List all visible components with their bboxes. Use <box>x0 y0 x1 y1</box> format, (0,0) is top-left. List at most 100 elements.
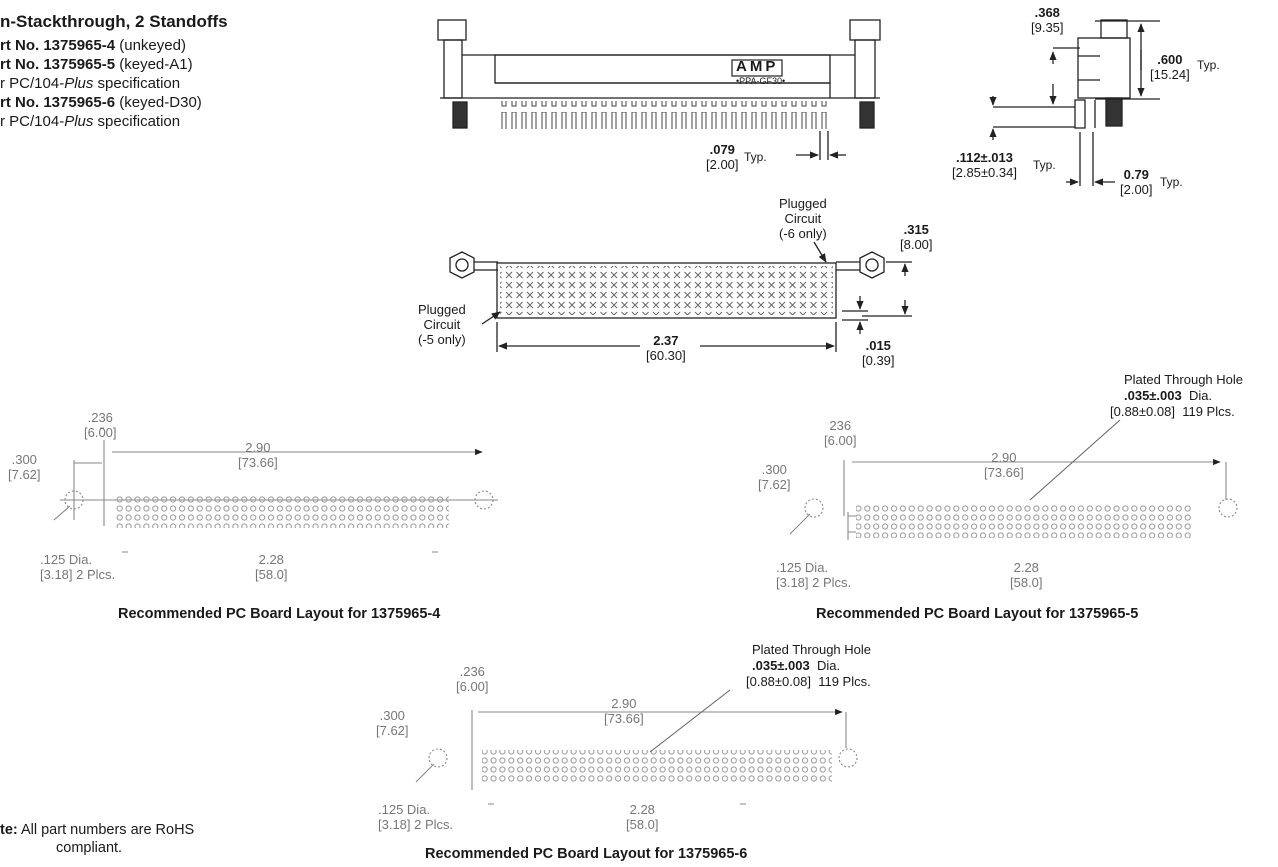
label-line: Plugged <box>418 302 466 317</box>
pth-metric: [0.88±0.08] <box>1110 404 1175 419</box>
dim-metric: [2.00] <box>1120 182 1153 197</box>
pcb2-dim-236: 236 [6.00] <box>824 418 857 448</box>
dim-value: .300 <box>379 708 405 723</box>
pcb3-pth-title: Plated Through Hole <box>752 642 872 657</box>
amp-logo-box <box>731 59 783 77</box>
dim-metric: [3.18] 2 Plcs. <box>776 575 852 590</box>
dim-end-pitch: 0.79 [2.00] <box>1120 167 1153 197</box>
pcb1-dim-125: .125 Dia. [3.18] 2 Plcs. <box>40 552 115 582</box>
part-number: rt No. 1375965-5 <box>0 56 116 73</box>
dim-value: .125 Dia. <box>378 802 431 817</box>
standoff-head-left <box>437 19 467 41</box>
contact-grid <box>500 266 833 315</box>
pth-dia: Dia. <box>816 658 841 673</box>
label-line: (-5 only) <box>418 332 466 347</box>
dim-value: 2.28 <box>1013 560 1039 575</box>
dim-metric: [2.00] <box>706 157 739 172</box>
note-text: All part numbers are RoHS <box>20 822 195 838</box>
pcb1-dim-228: 2.28 [58.0] <box>255 552 288 582</box>
section-title: n-Stackthrough, 2 Standoffs <box>0 12 228 31</box>
dim-metric: [3.18] 2 Plcs. <box>40 567 116 582</box>
dim-value: 2.90 <box>245 440 271 455</box>
dim-value: .079 <box>709 142 735 157</box>
dim-end-height: .600 [15.24] <box>1150 52 1190 82</box>
part-desc: r PC/104- <box>0 75 65 92</box>
standoff-thread-right <box>859 101 875 129</box>
dim-typ: Typ. <box>1197 58 1220 72</box>
dim-metric: [6.00] <box>84 425 117 440</box>
dim-metric: [73.66] <box>604 711 644 726</box>
dim-value: 2.28 <box>258 552 284 567</box>
standoff-head-right <box>849 19 881 41</box>
dim-metric: [58.0] <box>626 817 659 832</box>
dim-housing-height: .315 [8.00] <box>900 222 933 252</box>
part-desc-italic: Plus <box>64 75 94 92</box>
pcb2-dim-300: .300 [7.62] <box>758 462 791 492</box>
part-number: rt No. 1375965-6 <box>0 94 116 111</box>
part-desc: (keyed-D30) <box>115 94 202 111</box>
end-view-drawing <box>989 19 1160 186</box>
pcb-layout-1 <box>53 427 498 553</box>
dim-value: .125 Dia. <box>40 552 93 567</box>
pth-qty: 119 Plcs. <box>818 674 871 689</box>
dim-value: .125 Dia. <box>776 560 829 575</box>
pth-value: .035±.003 <box>752 658 810 673</box>
dim-value: .300 <box>11 452 37 467</box>
dim-metric: [3.18] 2 Plcs. <box>378 817 454 832</box>
note-line-2: compliant. <box>56 840 123 856</box>
amp-logo: AMP <box>736 58 779 75</box>
contact-pins <box>497 101 827 129</box>
dim-value: 2.28 <box>629 802 655 817</box>
label-line: Plugged <box>779 196 827 211</box>
dim-value: .300 <box>761 462 787 477</box>
note: te: All part numbers are RoHS <box>0 822 194 838</box>
dim-value: .315 <box>903 222 929 237</box>
pcb2-caption: Recommended PC Board Layout for 1375965-… <box>816 606 1139 622</box>
pcb3-dim-300: .300 [7.62] <box>376 708 409 738</box>
label-plugged-5: Plugged Circuit (-5 only) <box>418 302 466 347</box>
pcb1-dim-290: 2.90 [73.66] <box>238 440 278 470</box>
dim-value: .236 <box>459 664 485 679</box>
dim-value: 2.90 <box>611 696 637 711</box>
hole-array <box>114 494 449 528</box>
dim-metric: [8.00] <box>900 237 933 252</box>
dim-metric: [73.66] <box>238 455 278 470</box>
dim-housing-length: 2.37 [60.30] <box>646 333 686 363</box>
connector-housing <box>496 262 837 319</box>
dim-metric: [58.0] <box>255 567 288 582</box>
part-line-1: rt No. 1375965-4 (unkeyed) <box>0 36 186 55</box>
dim-typ: Typ. <box>1033 158 1056 172</box>
label-line: (-6 only) <box>779 226 827 241</box>
dim-metric: [0.39] <box>862 353 895 368</box>
note-label: te: <box>0 822 18 838</box>
dim-typ: Typ. <box>744 150 767 164</box>
pcb-layout-3 <box>415 689 858 805</box>
pcb1-dim-300: .300 [7.62] <box>8 452 41 482</box>
dim-end-top: .368 [9.35] <box>1031 5 1064 35</box>
dim-metric: [15.24] <box>1150 67 1190 82</box>
part-number: rt No. 1375965-4 <box>0 37 116 54</box>
dim-end-tail: .112±.013 [2.85±0.34] <box>952 150 1017 180</box>
dim-metric: [58.0] <box>1010 575 1043 590</box>
pcb-layout-2 <box>789 419 1238 540</box>
standoff-thread-left <box>452 101 468 129</box>
dim-pin-pitch: .079 [2.00] <box>706 142 739 172</box>
pth-value: .035±.003 <box>1124 388 1182 403</box>
label-line: Circuit <box>423 317 461 332</box>
amp-marking: •PPA-GF30• <box>736 76 786 86</box>
dim-metric: [7.62] <box>376 723 409 738</box>
pcb3-dim-236: .236 [6.00] <box>456 664 489 694</box>
pcb3-dim-290: 2.90 [73.66] <box>604 696 644 726</box>
pcb2-pth-value-line: .035±.003 Dia. <box>1124 388 1212 403</box>
dim-metric: [60.30] <box>646 348 686 363</box>
pcb3-pth-value-line: .035±.003 Dia. <box>752 658 840 673</box>
dim-metric: [6.00] <box>456 679 489 694</box>
pth-dia: Dia. <box>1188 388 1213 403</box>
part-desc: (unkeyed) <box>115 37 186 54</box>
pcb1-caption: Recommended PC Board Layout for 1375965-… <box>118 606 441 622</box>
dim-value: 2.37 <box>653 333 679 348</box>
label-line: Circuit <box>784 211 822 226</box>
dim-metric: [9.35] <box>1031 20 1064 35</box>
pcb2-pth-metric-line: [0.88±0.08] 119 Plcs. <box>1110 404 1235 419</box>
